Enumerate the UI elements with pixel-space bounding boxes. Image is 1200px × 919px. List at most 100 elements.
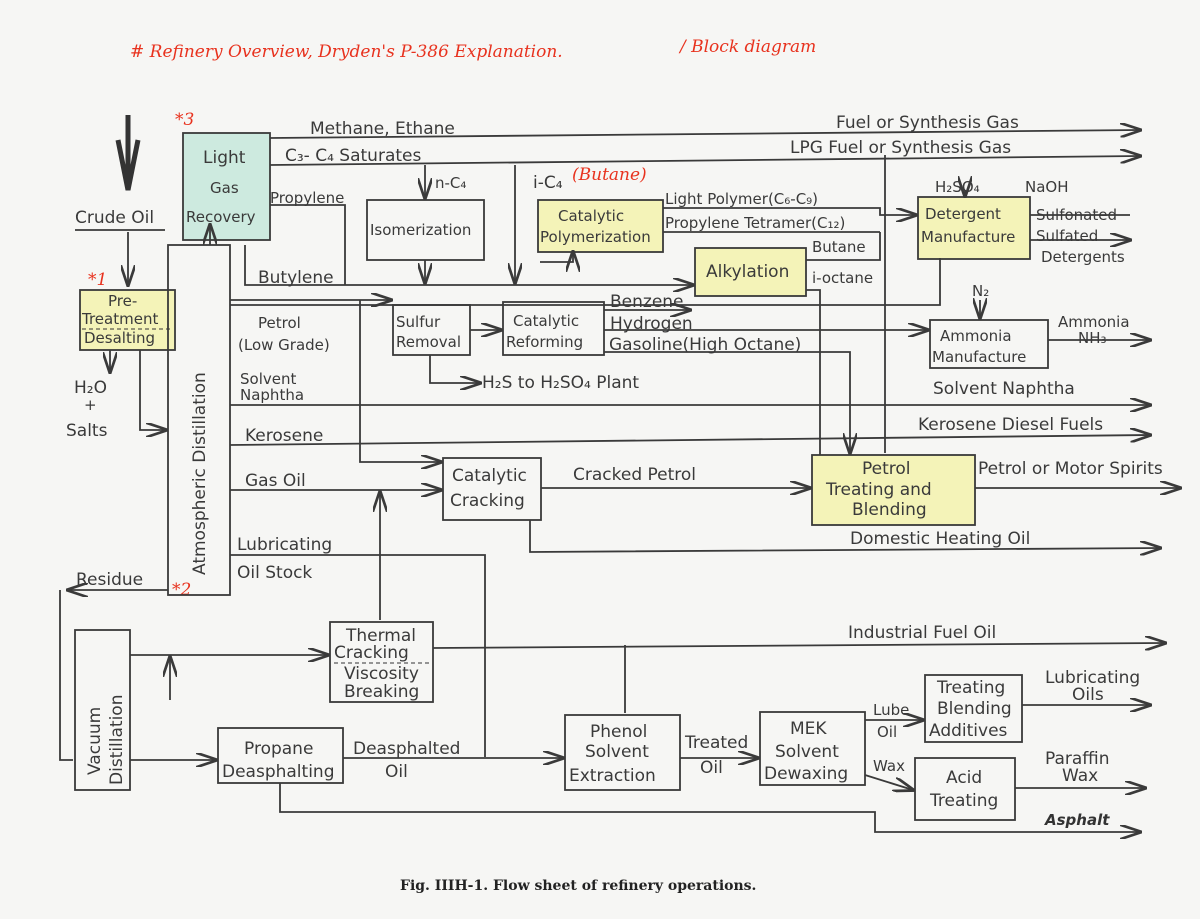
stream-benzene: Benzene — [610, 292, 684, 312]
svg-text:Atmospheric Distillation: Atmospheric Distillation — [190, 372, 210, 575]
stream-hydrogen: Hydrogen — [610, 314, 693, 334]
product-ammonia: Ammonia — [1058, 313, 1130, 331]
stream-propylene: Propylene — [270, 189, 344, 207]
stream-petrol-low: Petrol — [258, 314, 301, 332]
stream-treated-oil: Oil — [700, 758, 723, 778]
catalytic-cracking-box: Catalytic Cracking — [442, 457, 542, 521]
svg-text:Sulfur: Sulfur — [396, 313, 441, 331]
petrol-treating-box: Petrol Treating and Blending — [811, 454, 976, 526]
stream-lubricating: Lubricating — [237, 535, 332, 555]
stream-n2: N₂ — [972, 282, 989, 300]
flow-lines — [59, 130, 1180, 832]
stream-butane: Butane — [812, 238, 866, 256]
product-nh3: NH₃ — [1078, 329, 1107, 347]
product-kerosene-diesel: Kerosene Diesel Fuels — [918, 415, 1103, 435]
product-sulfonated: Sulfonated — [1036, 206, 1117, 224]
figure-caption: Fig. IIIH-1. Flow sheet of refinery oper… — [400, 878, 756, 894]
svg-text:Recovery: Recovery — [186, 208, 256, 226]
svg-text:Catalytic: Catalytic — [452, 466, 527, 486]
svg-text:Extraction: Extraction — [569, 766, 656, 786]
svg-text:Treating: Treating — [929, 791, 998, 811]
svg-text:Light: Light — [203, 148, 246, 168]
svg-text:Thermal: Thermal — [345, 626, 416, 646]
svg-text:Reforming: Reforming — [506, 333, 583, 351]
acid-treating-box: Acid Treating — [914, 757, 1016, 821]
stream-gasoline-high: Gasoline(High Octane) — [609, 335, 801, 355]
product-petrol-motor: Petrol or Motor Spirits — [978, 459, 1163, 479]
stream-kerosene: Kerosene — [245, 426, 323, 446]
h2o-label: H₂O — [74, 378, 107, 398]
svg-text:Breaking: Breaking — [344, 682, 419, 702]
light-gas-recovery-box: Light Gas Recovery — [182, 132, 271, 241]
detergent-manufacture-box: Detergent Manufacture — [917, 196, 1031, 260]
svg-text:Alkylation: Alkylation — [706, 262, 789, 282]
stream-h2s: H₂S to H₂SO₄ Plant — [482, 373, 639, 393]
product-domestic-heating: Domestic Heating Oil — [850, 529, 1030, 549]
svg-text:Treating: Treating — [936, 678, 1005, 698]
thermal-cracking-box: Thermal Cracking Viscosity Breaking — [329, 621, 434, 703]
stream-wax: Wax — [873, 757, 905, 775]
svg-text:Phenol: Phenol — [590, 722, 647, 742]
product-paraffin: Paraffin — [1045, 749, 1110, 769]
stream-i-octane: i-octane — [812, 269, 873, 287]
stream-n-c4: n-C₄ — [435, 174, 466, 192]
svg-text:Detergent: Detergent — [925, 205, 1001, 223]
block-note: / Block diagram — [678, 37, 816, 57]
catalytic-polymerization-box: Catalytic Polymerization — [537, 199, 664, 253]
crude-arrow-icon — [115, 115, 141, 191]
product-sulfated: Sulfated — [1036, 227, 1098, 245]
svg-text:Catalytic: Catalytic — [513, 312, 579, 330]
svg-text:Solvent: Solvent — [775, 742, 839, 762]
svg-text:Blending: Blending — [852, 500, 927, 520]
svg-text:Petrol: Petrol — [862, 459, 911, 479]
catalytic-reforming-box: Catalytic Reforming — [502, 301, 605, 356]
stream-butylene: Butylene — [258, 268, 334, 288]
svg-text:Deasphalting: Deasphalting — [222, 762, 334, 782]
stream-naoh: NaOH — [1025, 178, 1069, 196]
sulfur-removal-box: Sulfur Removal — [392, 304, 471, 356]
svg-text:Cracking: Cracking — [450, 491, 525, 511]
svg-text:Removal: Removal — [396, 333, 461, 351]
butane-note: (Butane) — [572, 165, 647, 185]
treating-blending-box: Treating Blending Additives — [924, 674, 1023, 743]
svg-text:Acid: Acid — [946, 768, 982, 788]
mark-3: *3 — [175, 110, 194, 130]
svg-text:Ammonia: Ammonia — [940, 327, 1012, 345]
svg-text:Isomerization: Isomerization — [370, 221, 471, 239]
mark-1: *1 — [88, 270, 107, 290]
svg-text:Viscosity: Viscosity — [344, 664, 419, 684]
product-detergents: Detergents — [1041, 248, 1125, 266]
product-oils: Oils — [1072, 685, 1104, 705]
svg-text:Treating and: Treating and — [825, 480, 932, 500]
stream-petrol-low-grade: (Low Grade) — [238, 336, 330, 354]
ammonia-manufacture-box: Ammonia Manufacture — [929, 319, 1049, 369]
svg-text:Desalting: Desalting — [84, 329, 155, 347]
svg-text:Vacuum: Vacuum — [85, 707, 105, 775]
stream-h2so4: H₂SO₄ — [935, 178, 980, 196]
svg-text:Pre-: Pre- — [108, 292, 137, 310]
product-wax: Wax — [1062, 766, 1098, 786]
atmospheric-distillation-box: Atmospheric Distillation — [167, 244, 231, 596]
alkylation-box: Alkylation — [694, 247, 807, 297]
product-asphalt: Asphalt — [1044, 811, 1110, 829]
salts-label: Salts — [66, 421, 108, 441]
crude-oil-label: Crude Oil — [75, 208, 154, 228]
stream-methane-ethane: Methane, Ethane — [310, 119, 455, 139]
svg-text:Blending: Blending — [937, 699, 1012, 719]
product-lpg: LPG Fuel or Synthesis Gas — [790, 138, 1011, 158]
mek-dewaxing-box: MEK Solvent Dewaxing — [759, 711, 866, 786]
svg-text:Cracking: Cracking — [334, 643, 409, 663]
vacuum-distillation-box: Vacuum Distillation — [74, 629, 131, 791]
title-note: # Refinery Overview, Dryden's P-386 Expl… — [130, 42, 563, 62]
svg-text:Distillation: Distillation — [107, 695, 127, 786]
stream-lube-oil: Oil — [877, 723, 897, 741]
svg-text:Gas: Gas — [210, 179, 239, 197]
stream-propylene-tetramer: Propylene Tetramer(C₁₂) — [665, 214, 845, 232]
isomerization-box: Isomerization — [366, 199, 485, 261]
svg-text:Propane: Propane — [244, 739, 313, 759]
stream-residue: Residue — [76, 570, 143, 590]
stream-c3c4: C₃- C₄ Saturates — [285, 146, 421, 166]
stream-deasphalted: Deasphalted — [353, 739, 460, 759]
